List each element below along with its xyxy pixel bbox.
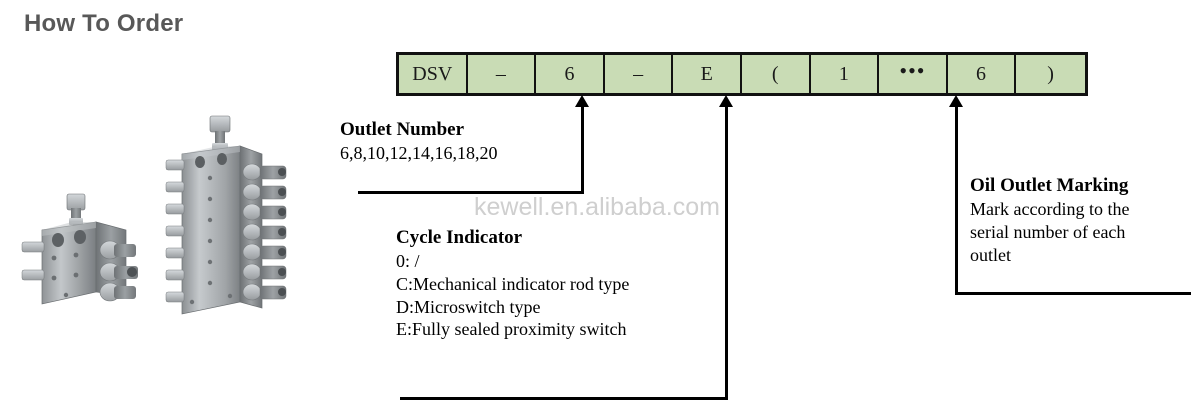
code-cell-8[interactable]: 6 bbox=[947, 55, 1017, 93]
product-photo-large-valve bbox=[165, 115, 287, 315]
callout-oil-outlet-marking-heading: Oil Outlet Marking bbox=[970, 175, 1129, 196]
code-cell-2[interactable]: 6 bbox=[536, 55, 605, 93]
callout-outlet-number: Outlet Number 6,8,10,12,14,16,18,20 bbox=[340, 118, 498, 165]
callout-oil-outlet-marking-line-1: serial number of each bbox=[970, 221, 1126, 242]
leader-line-oil-outlet-marking-horizontal bbox=[955, 292, 1191, 295]
watermark: kewell.en.alibaba.com bbox=[474, 193, 720, 221]
page-title: How To Order bbox=[24, 10, 184, 37]
callout-outlet-number-heading: Outlet Number bbox=[340, 119, 465, 140]
callout-cycle-indicator-line-3: E:Fully sealed proximity switch bbox=[396, 319, 627, 340]
callout-oil-outlet-marking: Oil Outlet Marking Mark according to the… bbox=[970, 174, 1190, 266]
code-cell-7[interactable]: ••• bbox=[879, 55, 948, 93]
arrow-up-icon-oil-outlet-marking bbox=[949, 95, 963, 107]
callout-cycle-indicator-line-0: 0: / bbox=[396, 251, 420, 272]
order-code-table: DSV – 6 – E ( 1 ••• 6 ) bbox=[396, 52, 1088, 96]
callout-cycle-indicator-line-1: C:Mechanical indicator rod type bbox=[396, 273, 630, 294]
callout-outlet-number-line-0: 6,8,10,12,14,16,18,20 bbox=[340, 143, 498, 164]
callout-cycle-indicator: Cycle Indicator 0: / C:Mechanical indica… bbox=[396, 226, 629, 341]
code-cell-3[interactable]: – bbox=[604, 55, 674, 93]
code-cell-6[interactable]: 1 bbox=[810, 55, 880, 93]
callout-oil-outlet-marking-line-0: Mark according to the bbox=[970, 199, 1130, 220]
leader-line-outlet-number-horizontal bbox=[358, 191, 584, 194]
code-cell-5[interactable]: ( bbox=[741, 55, 811, 93]
leader-line-oil-outlet-marking-vertical bbox=[955, 106, 958, 293]
callout-oil-outlet-marking-line-2: outlet bbox=[970, 244, 1011, 265]
arrow-up-icon-cycle-indicator bbox=[719, 95, 733, 107]
leader-line-outlet-number-vertical bbox=[581, 106, 584, 192]
callout-cycle-indicator-line-2: D:Microswitch type bbox=[396, 296, 541, 317]
code-cell-1[interactable]: – bbox=[467, 55, 537, 93]
leader-line-cycle-indicator-horizontal bbox=[400, 397, 728, 400]
code-cell-4[interactable]: E bbox=[673, 55, 742, 93]
callout-cycle-indicator-heading: Cycle Indicator bbox=[396, 227, 523, 248]
leader-line-cycle-indicator-vertical bbox=[725, 106, 728, 398]
code-cell-9[interactable]: ) bbox=[1016, 55, 1085, 93]
product-photo-small-valve bbox=[21, 193, 138, 305]
code-cell-0[interactable]: DSV bbox=[399, 55, 468, 93]
arrow-up-icon-outlet-number bbox=[575, 95, 589, 107]
